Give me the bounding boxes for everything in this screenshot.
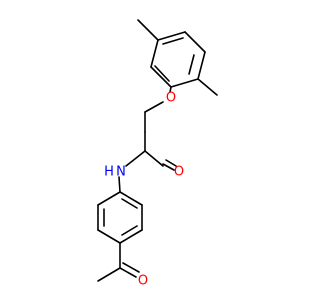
methyl-bond-top-left	[137, 19, 159, 41]
carbonyl-carbon-to-nitrogen-bond	[125, 150, 146, 167]
methyl-bond-right	[197, 78, 218, 96]
chain-bond	[144, 150, 164, 167]
acetyl-methyl-bond	[97, 267, 121, 282]
nitrogen-to-ring-bond	[118, 176, 121, 193]
acetylphenyl-ring	[97, 191, 143, 244]
bond	[150, 39, 159, 68]
double-bond-inner	[121, 225, 138, 236]
double-bond-inner	[121, 198, 138, 209]
bond	[97, 191, 121, 206]
bond	[157, 31, 186, 41]
amide-oxygen-label: O	[174, 165, 184, 180]
double-bond-inner	[162, 37, 184, 45]
amide-nitrogen-label: N	[116, 165, 126, 180]
bond	[119, 191, 143, 206]
molecule-structure-diagram: O O N H O	[97, 19, 218, 289]
bond	[197, 51, 206, 80]
ketone-double-bond	[119, 267, 137, 278]
aryl-oxygen-bond	[169, 86, 172, 93]
double-bond-inner	[154, 65, 170, 82]
amide-carbonyl-double-bond	[162, 163, 175, 171]
oxygen-chain-bond	[144, 101, 164, 113]
bond	[170, 78, 199, 88]
bond	[184, 31, 206, 53]
bond	[97, 229, 121, 244]
ketone-double-bond	[122, 262, 140, 273]
ether-oxygen-label: O	[166, 91, 176, 106]
amide-hydrogen-label: H	[104, 165, 114, 180]
ketone-oxygen-label: O	[138, 274, 148, 289]
amide-carbonyl-double-bond	[165, 159, 177, 167]
bond	[150, 66, 172, 88]
dimethylphenyl-ring	[150, 31, 206, 88]
double-bond-inner	[188, 54, 195, 75]
bond	[119, 229, 143, 244]
